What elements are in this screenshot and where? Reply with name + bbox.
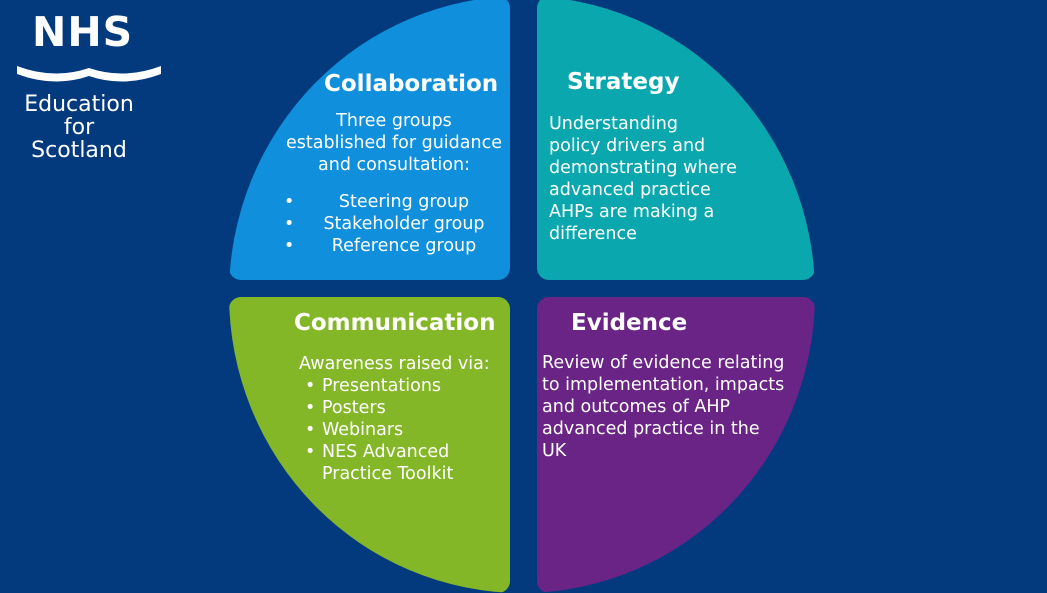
evidence-text-line: to implementation, impacts — [542, 375, 785, 395]
strategy-text-line: demonstrating where — [549, 158, 737, 178]
strategy-text: Understanding policy drivers and demonst… — [549, 113, 799, 245]
communication-title: Communication — [294, 310, 496, 336]
logo-nhs-text: NHS — [32, 8, 134, 56]
evidence-text-line: and outcomes of AHP — [542, 397, 731, 417]
list-item: •Webinars — [305, 420, 404, 440]
collaboration-intro-line: established for guidance — [286, 133, 502, 153]
collaboration-intro: Three groups established for guidance an… — [274, 110, 514, 176]
strategy-title: Strategy — [567, 69, 680, 95]
evidence-text: Review of evidence relating to implement… — [542, 352, 807, 462]
logo-book-wave-icon — [17, 66, 161, 82]
quadrant-diagram: Collaboration Three groups established f… — [229, 0, 815, 593]
quadrant-circle — [229, 0, 815, 593]
list-item: •NES Advanced Practice Toolkit — [305, 442, 454, 484]
strategy-text-line: difference — [549, 224, 637, 244]
strategy-text-line: Understanding — [549, 114, 678, 134]
collaboration-bullet-list: •Steering group •Stakeholder group •Refe… — [284, 191, 504, 257]
communication-intro: Awareness raised via: — [299, 354, 490, 374]
list-item: •Stakeholder group — [284, 214, 485, 234]
collaboration-title: Collaboration — [324, 71, 499, 97]
evidence-title: Evidence — [571, 310, 688, 336]
list-item: •Reference group — [284, 236, 477, 256]
strategy-text-line: advanced practice — [549, 180, 711, 200]
list-item: •Posters — [305, 398, 386, 418]
logo-line-for: for — [63, 115, 95, 140]
list-item: •Presentations — [305, 376, 442, 396]
nhs-education-scotland-logo: NHS Education for Scotland — [14, 8, 164, 163]
collaboration-intro-line: Three groups — [336, 111, 452, 131]
strategy-text-line: policy drivers and — [549, 136, 706, 156]
list-item: •Steering group — [284, 192, 470, 212]
logo-line-scotland: Scotland — [31, 138, 127, 163]
evidence-text-line: advanced practice in the — [542, 419, 760, 439]
strategy-text-line: AHPs are making a — [549, 202, 715, 222]
evidence-text-line: Review of evidence relating — [542, 353, 785, 373]
collaboration-intro-line: and consultation: — [318, 155, 470, 175]
evidence-text-line: UK — [542, 441, 567, 461]
communication-bullet-list: •Presentations •Posters •Webinars •NES A… — [305, 375, 505, 485]
logo-line-education: Education — [24, 92, 134, 117]
